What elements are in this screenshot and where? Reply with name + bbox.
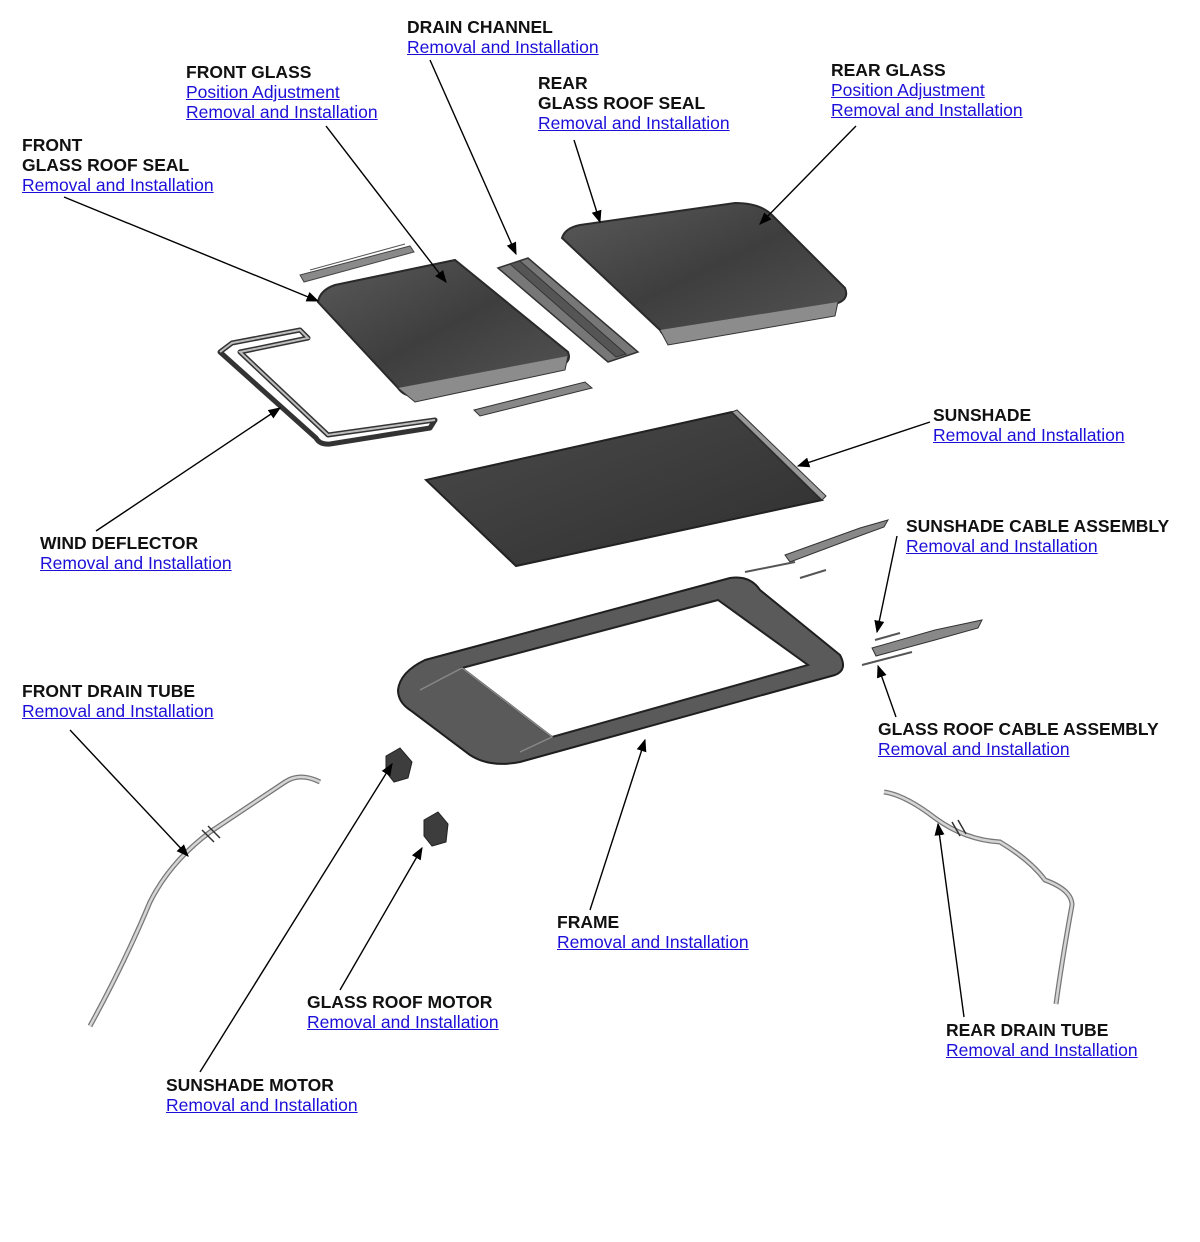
- front-glass-part: [316, 258, 570, 403]
- callout-drain-channel: DRAIN CHANNEL Removal and Installation: [407, 17, 599, 57]
- callout-rear-glass-roof-seal: REAR GLASS ROOF SEAL Removal and Install…: [538, 73, 730, 133]
- rear-glass-title: REAR GLASS: [831, 60, 946, 80]
- leader-front-glass: [325, 125, 447, 283]
- wind-deflector-part: [217, 327, 438, 447]
- sunshade-cable-title: SUNSHADE CABLE ASSEMBLY: [906, 516, 1170, 536]
- rear-glass-part: [560, 201, 848, 346]
- sunshade-removal-link[interactable]: Removal and Installation: [933, 425, 1125, 445]
- leader-glass-roof-cable: [877, 664, 897, 718]
- glass-roof-cable-removal-link[interactable]: Removal and Installation: [878, 739, 1070, 759]
- callout-rear-glass: REAR GLASS Position Adjustment Removal a…: [831, 60, 1023, 120]
- leader-rear-glass: [759, 125, 857, 225]
- leader-wind-deflector: [95, 407, 282, 532]
- sunshade-cable-part: [744, 519, 890, 579]
- glass-roof-cable-part: [861, 619, 983, 666]
- leader-sunshade-motor: [199, 762, 393, 1073]
- sunshade-part: [423, 409, 827, 568]
- sunshade-title: SUNSHADE: [933, 405, 1032, 425]
- callout-rear-drain-tube: REAR DRAIN TUBE Removal and Installation: [946, 1020, 1138, 1060]
- sunshade-motor-title: SUNSHADE MOTOR: [166, 1075, 334, 1095]
- frame-removal-link[interactable]: Removal and Installation: [557, 932, 749, 952]
- leader-sunshade-cable: [874, 535, 898, 634]
- glass-roof-motor-part: [423, 811, 449, 847]
- callout-glass-roof-motor: GLASS ROOF MOTOR Removal and Installatio…: [307, 992, 499, 1032]
- frame-part: [396, 576, 845, 765]
- rear-drain-tube-title: REAR DRAIN TUBE: [946, 1020, 1109, 1040]
- rear-glass-position-link[interactable]: Position Adjustment: [831, 80, 985, 100]
- rear-glass-removal-link[interactable]: Removal and Installation: [831, 100, 1023, 120]
- wind-deflector-removal-link[interactable]: Removal and Installation: [40, 553, 232, 573]
- front-drain-tube-removal-link[interactable]: Removal and Installation: [22, 701, 214, 721]
- drain-channel-part: [496, 257, 640, 363]
- callout-front-drain-tube: FRONT DRAIN TUBE Removal and Installatio…: [22, 681, 214, 721]
- drain-channel-title: DRAIN CHANNEL: [407, 17, 553, 37]
- rear-glass-roof-seal-title: REAR GLASS ROOF SEAL: [538, 73, 706, 113]
- callout-wind-deflector: WIND DEFLECTOR Removal and Installation: [40, 533, 232, 573]
- leader-front-glass-roof-seal: [63, 196, 320, 302]
- sunshade-cable-removal-link[interactable]: Removal and Installation: [906, 536, 1098, 556]
- front-drain-tube-part: [87, 774, 322, 1028]
- sunshade-motor-removal-link[interactable]: Removal and Installation: [166, 1095, 358, 1115]
- front-glass-roof-seal-removal-link[interactable]: Removal and Installation: [22, 175, 214, 195]
- leader-rear-glass-roof-seal: [573, 139, 602, 224]
- frame-title: FRAME: [557, 912, 620, 932]
- drain-channel-removal-link[interactable]: Removal and Installation: [407, 37, 599, 57]
- leader-front-drain-tube: [69, 729, 189, 857]
- callout-sunshade-motor: SUNSHADE MOTOR Removal and Installation: [166, 1075, 358, 1115]
- leader-rear-drain-tube: [934, 822, 965, 1018]
- leader-frame: [589, 738, 647, 911]
- callout-sunshade-cable-assembly: SUNSHADE CABLE ASSEMBLY Removal and Inst…: [906, 516, 1169, 556]
- center-bracket-part: [473, 381, 594, 417]
- front-drain-tube-title: FRONT DRAIN TUBE: [22, 681, 196, 701]
- front-glass-title: FRONT GLASS: [186, 62, 312, 82]
- leader-sunshade: [796, 421, 931, 468]
- front-glass-roof-seal-title: FRONT GLASS ROOF SEAL: [22, 135, 190, 175]
- front-glass-removal-link[interactable]: Removal and Installation: [186, 102, 378, 122]
- glass-roof-cable-title: GLASS ROOF CABLE ASSEMBLY: [878, 719, 1159, 739]
- callout-glass-roof-cable-assembly: GLASS ROOF CABLE ASSEMBLY Removal and In…: [878, 719, 1159, 759]
- leader-drain-channel: [429, 59, 517, 256]
- callout-front-glass: FRONT GLASS Position Adjustment Removal …: [186, 62, 378, 122]
- callout-frame: FRAME Removal and Installation: [557, 912, 749, 952]
- front-glass-roof-seal-part: [299, 243, 415, 283]
- wind-deflector-title: WIND DEFLECTOR: [40, 533, 199, 553]
- rear-glass-roof-seal-removal-link[interactable]: Removal and Installation: [538, 113, 730, 133]
- sunshade-motor-part: [385, 747, 413, 783]
- callout-front-glass-roof-seal: FRONT GLASS ROOF SEAL Removal and Instal…: [22, 135, 214, 195]
- glass-roof-motor-title: GLASS ROOF MOTOR: [307, 992, 493, 1012]
- glass-roof-motor-removal-link[interactable]: Removal and Installation: [307, 1012, 499, 1032]
- callout-sunshade: SUNSHADE Removal and Installation: [933, 405, 1125, 445]
- leader-glass-roof-motor: [339, 846, 423, 991]
- rear-drain-tube-part: [883, 789, 1075, 1005]
- rear-drain-tube-removal-link[interactable]: Removal and Installation: [946, 1040, 1138, 1060]
- front-glass-position-link[interactable]: Position Adjustment: [186, 82, 340, 102]
